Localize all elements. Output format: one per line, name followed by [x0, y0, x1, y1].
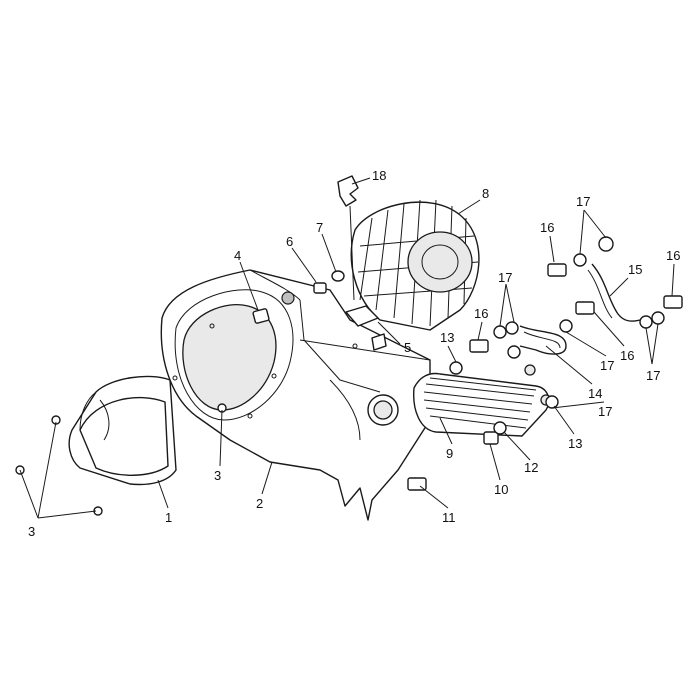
callout-16: 16 [474, 306, 488, 321]
callout-17: 17 [646, 368, 660, 383]
callout-2: 2 [256, 496, 263, 511]
part-15-oil-pipe [587, 263, 641, 322]
leader-lines [19, 177, 675, 519]
callout-6: 6 [286, 234, 293, 249]
callout-4: 4 [234, 248, 241, 263]
callout-13: 13 [440, 330, 454, 345]
part-9-oil-cooler [413, 364, 552, 437]
callout-14: 14 [588, 386, 602, 401]
callout-1: 1 [165, 510, 172, 525]
part-7-washer [331, 270, 345, 282]
callout-16: 16 [540, 220, 554, 235]
callout-13: 13 [568, 436, 582, 451]
callout-18: 18 [372, 168, 386, 183]
part-16-banjo-bolts [407, 263, 683, 491]
callout-labels: 1 2 3 3 4 5 6 7 8 9 10 11 12 13 13 14 15… [28, 168, 680, 539]
callout-15: 15 [628, 262, 642, 277]
callout-3: 3 [214, 468, 221, 483]
callout-16: 16 [666, 248, 680, 263]
part-5-clip-nut [345, 305, 379, 327]
part-4-screw [252, 291, 295, 324]
part-8-fan [350, 199, 480, 331]
callout-16: 16 [620, 348, 634, 363]
part-2-cooling-shroud [160, 269, 431, 521]
callout-11: 11 [442, 510, 456, 525]
part-3-screws [15, 403, 227, 516]
callout-17: 17 [498, 270, 512, 285]
callout-7: 7 [316, 220, 323, 235]
callout-10: 10 [494, 482, 508, 497]
callout-5: 5 [404, 340, 411, 355]
callout-17: 17 [576, 194, 590, 209]
callout-12: 12 [524, 460, 538, 475]
part-17-washers [449, 236, 665, 435]
part-14-oil-pipe [519, 325, 567, 355]
callout-3: 3 [28, 524, 35, 539]
callout-8: 8 [482, 186, 489, 201]
callout-9: 9 [446, 446, 453, 461]
part-6-screw [313, 282, 327, 294]
part-1-air-duct [68, 375, 177, 486]
callout-17: 17 [598, 404, 612, 419]
callout-17: 17 [600, 358, 614, 373]
